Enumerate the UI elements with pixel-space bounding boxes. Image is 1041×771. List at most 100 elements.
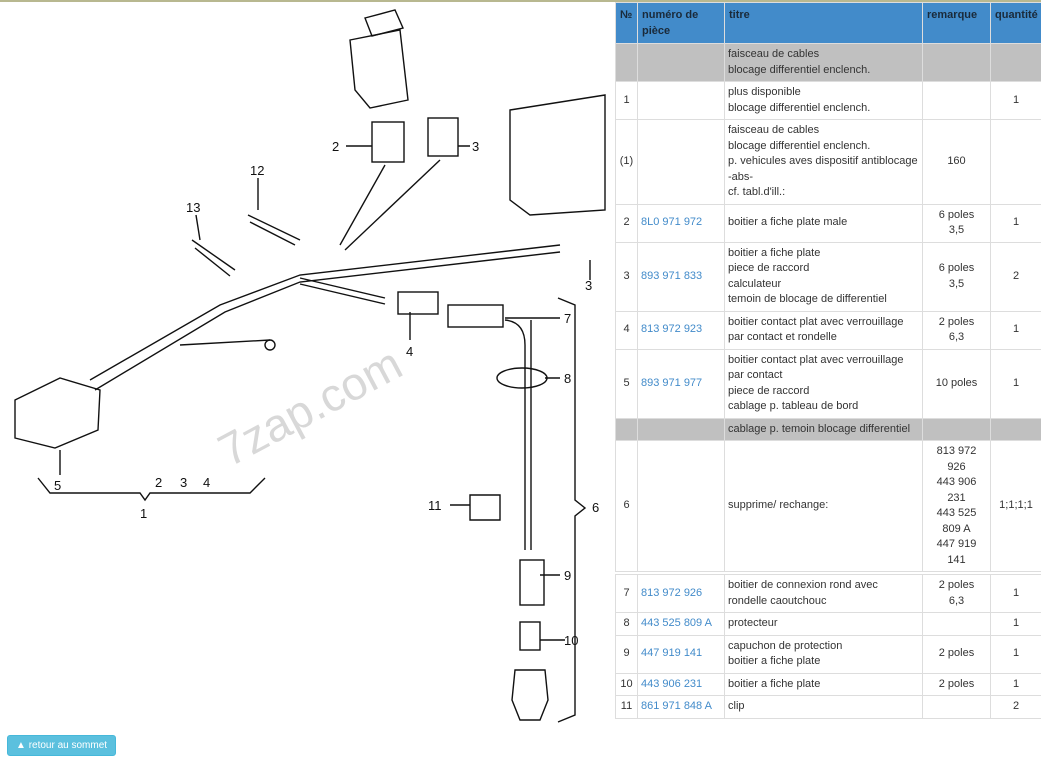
callout-13: 13 [186,200,200,215]
cell-remark: 10 poles [922,348,991,419]
title-line: faisceau de cables [728,124,820,136]
cell-quantity: 1 [990,81,1041,120]
part-number-link[interactable]: 443 906 231 [641,677,703,690]
title-line: blocage differentiel enclench. [728,101,871,114]
part-number-link[interactable]: 443 525 809 A [641,617,712,629]
cell-remark: 160 [922,119,991,205]
part-number-link[interactable]: 893 971 833 [641,269,703,282]
remark-line: 10 poles [935,376,978,389]
callout-2-sub: 2 [155,475,162,490]
callout-7: 7 [564,311,571,326]
callout-2: 2 [332,139,339,154]
callout-3-right: 3 [585,278,592,293]
chevron-up-icon: ▲ [16,740,26,751]
cell-no: (1) [615,119,638,205]
cell-title: boitier a fiche plate male [724,203,923,243]
remark-line: 3,5 [948,277,965,290]
cell-quantity: 1 [990,348,1041,419]
callout-9: 9 [564,568,571,583]
title-line: p. vehicules aves dispositif antiblocage [728,155,918,167]
cell-part-number: 813 972 926 [637,574,725,613]
title-line: boitier a fiche plate male [728,216,848,229]
cell-quantity: 1 [990,310,1041,350]
cell-title: clip [724,695,923,719]
title-line: blocage differentiel enclench. [728,139,871,152]
remark-line: 443 525 809 A [936,507,977,535]
part-number-link[interactable]: 813 972 926 [641,586,703,599]
cell-remark [922,417,991,441]
cell-no [615,43,638,82]
table-row: 6 supprime/ rechange: 813 972 926 443 906 2… [615,440,1041,572]
remark-line: 813 972 926 [936,445,977,473]
part-number-link[interactable]: 447 919 141 [641,647,703,660]
cell-remark [922,612,991,636]
title-line: boitier a fiche plate [728,655,821,667]
part-number-link[interactable]: 861 971 848 A [641,700,712,712]
back-to-top-label: retour au sommet [28,740,108,751]
cell-part-number: 443 525 809 A [637,612,725,636]
callout-5: 5 [54,478,61,493]
callout-10: 10 [564,633,578,648]
parts-table: № numéro de pièce titre remarque quantit… [615,2,1041,719]
cell-part-number [637,81,725,120]
remark-line: 2 poles [938,677,975,690]
callout-1: 1 [140,506,147,521]
remark-line: 2 poles [938,579,975,591]
cell-part-number: 893 971 833 [637,241,725,312]
cell-quantity: 2 [990,695,1041,719]
header-no: № [615,2,638,44]
cell-remark [922,43,991,82]
cell-part-number: 447 919 141 [637,634,725,674]
cell-no: 2 [615,203,638,243]
cell-remark [922,695,991,719]
header-remark: remarque [922,2,991,44]
title-line: piece de raccord [728,262,810,274]
cell-title: boitier contact plat avec verrouillage p… [724,310,923,350]
cell-no: 3 [615,241,638,312]
cell-no: 6 [615,440,638,572]
cell-quantity: 1 [990,672,1041,696]
table-row: (1) faisceau de cables blocage differentie… [615,119,1041,205]
part-number-link[interactable]: 813 972 923 [641,323,703,336]
cell-no: 5 [615,348,638,419]
title-line: boitier de connexion rond avec rondelle … [728,579,878,607]
part-number-link[interactable]: 893 971 977 [641,376,703,389]
cell-part-number: 861 971 848 A [637,695,725,719]
cell-part-number: 8L0 971 972 [637,203,725,243]
cell-part-number [637,417,725,441]
remark-line: 6,3 [948,594,965,607]
remark-line: 443 906 231 [936,476,977,504]
part-number-link[interactable]: 8L0 971 972 [641,216,703,229]
cell-quantity: 2 [990,241,1041,312]
cell-title: boitier contact plat avec verrouillage p… [724,348,923,419]
cell-remark: 2 poles [922,634,991,674]
cell-part-number: 443 906 231 [637,672,725,696]
cell-quantity: 1 [990,574,1041,613]
title-line: blocage differentiel enclench. [728,63,871,76]
cell-quantity [990,119,1041,205]
remark-line: 6,3 [948,331,965,343]
table-row: 1 plus disponible blocage differentiel enc… [615,81,1041,120]
cell-no: 9 [615,634,638,674]
cell-remark [922,81,991,120]
back-to-top-button[interactable]: ▲ retour au sommet [7,735,117,756]
title-line: supprime/ rechange: [728,499,829,512]
cell-title: boitier a fiche plate [724,672,923,696]
cell-title: boitier de connexion rond avec rondelle … [724,574,923,613]
title-line: cablage p. temoin blocage differentiel [728,422,911,435]
title-line: plus disponible [728,86,801,98]
cell-title: cablage p. temoin blocage differentiel [724,417,923,441]
cell-no: 4 [615,310,638,350]
title-line: boitier a fiche plate [728,677,821,690]
callout-3-sub: 3 [180,475,187,490]
